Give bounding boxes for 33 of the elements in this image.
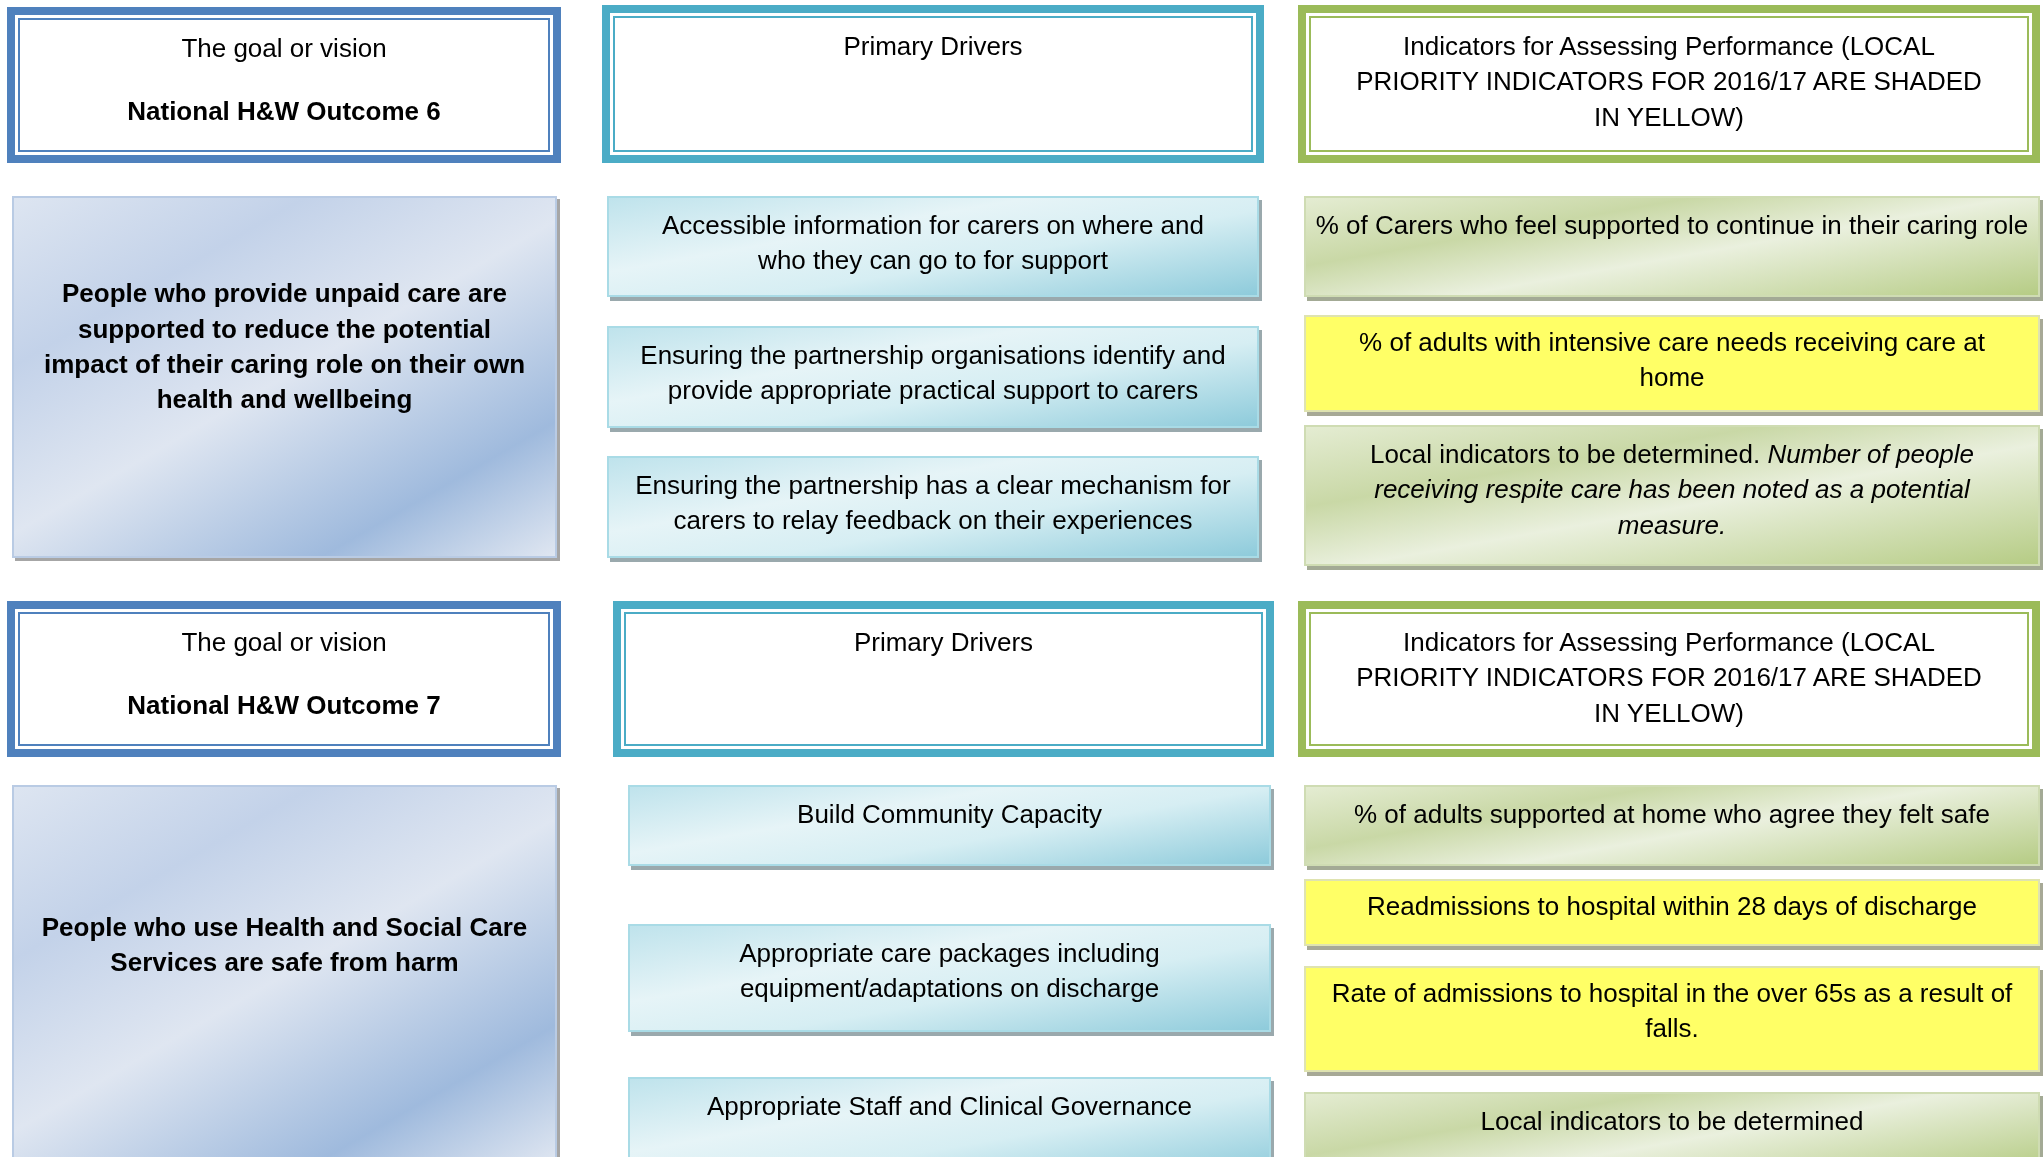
header-title: Indicators for Assessing Performance (LOCAL PRIORITY INDICATORS FOR 2016/17 ARE SHADED IN YELLOW) [1356, 30, 1982, 134]
box-text: % of adults supported at home who agree they felt safe [1354, 798, 1990, 831]
box-text: Rate of admissions to hospital in the over 65s as a result of falls. [1330, 977, 2014, 1046]
box-text: Readmissions to hospital within 28 days of discharge [1367, 890, 1977, 923]
box-text: Local indicators to be determined [1480, 1105, 1864, 1138]
driver-box [628, 1077, 1271, 1157]
header-title: Primary Drivers [853, 626, 1034, 659]
header-box [7, 7, 561, 163]
header-title: Primary Drivers [843, 30, 1023, 63]
box-text: Local indicators to be determined. Number of people receiving respite care has been noted as a potential measure. [1368, 438, 1976, 542]
header-box [602, 5, 1264, 163]
box-text: Appropriate care packages including equipment/adaptations on discharge [738, 937, 1161, 1006]
box-text: People who provide unpaid care are supported to reduce the potential impact of their caring role on their own health and wellbeing [42, 277, 527, 417]
outcome-title: National H&W Outcome 6 [127, 95, 441, 129]
outcome-title: National H&W Outcome 7 [127, 689, 441, 723]
box-text: % of adults with intensive care needs receiving care at home [1358, 326, 1986, 395]
header-box [1298, 601, 2040, 757]
outcome-box [12, 785, 557, 1157]
box-text: % of Carers who feel supported to continue in their caring role [1315, 209, 2029, 242]
header-title: The goal or vision [181, 626, 387, 659]
header-box [1298, 5, 2040, 163]
box-text: Build Community Capacity [797, 798, 1102, 831]
box-text: Accessible information for carers on where and who they can go to for support [661, 209, 1205, 278]
header-title: Indicators for Assessing Performance (LOCAL PRIORITY INDICATORS FOR 2016/17 ARE SHADED IN YELLOW) [1356, 626, 1982, 730]
box-text: Appropriate Staff and Clinical Governance [706, 1090, 1193, 1123]
outcome-box [12, 196, 557, 558]
box-text: People who use Health and Social Care Services are safe from harm [40, 910, 529, 979]
header-title: The goal or vision [181, 32, 387, 65]
header-box [613, 601, 1274, 757]
box-text: Ensuring the partnership organisations identify and provide appropriate practical support to carers [639, 339, 1227, 408]
indicator-box [1304, 1092, 2040, 1157]
box-text: Ensuring the partnership has a clear mechanism for carers to relay feedback on their experiences [634, 469, 1232, 538]
header-box [7, 601, 561, 757]
